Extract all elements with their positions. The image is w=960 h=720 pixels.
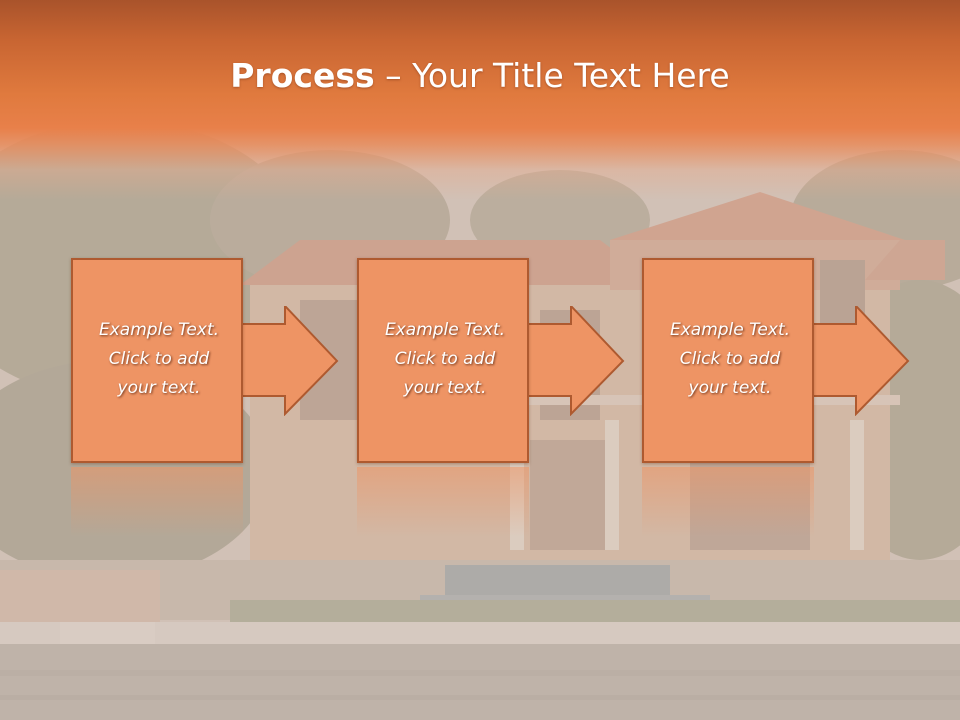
title-band: [0, 0, 960, 200]
slide-title[interactable]: Process – Your Title Text Here: [0, 56, 960, 95]
step-text-line-2: Click to add: [394, 349, 496, 369]
process-step-3: Example Text. Click to add your text.: [642, 258, 942, 568]
right-arrow-icon: [239, 306, 339, 416]
step-reflection: [642, 467, 814, 537]
step-text-line-1: Example Text.: [98, 320, 220, 340]
right-arrow-icon: [810, 306, 910, 416]
step-text[interactable]: Example Text. Click to add your text.: [359, 316, 531, 403]
step-text-line-1: Example Text.: [384, 320, 506, 340]
step-reflection: [357, 467, 529, 537]
step-text-line-3: your text.: [688, 378, 772, 398]
step-text-line-2: Click to add: [679, 349, 781, 369]
title-bold: Process: [230, 56, 375, 95]
process-step-2: Example Text. Click to add your text.: [357, 258, 702, 568]
step-text-line-3: your text.: [117, 378, 201, 398]
step-text-line-3: your text.: [403, 378, 487, 398]
right-arrow-icon: [525, 306, 625, 416]
step-text[interactable]: Example Text. Click to add your text.: [73, 316, 245, 403]
step-box[interactable]: Example Text. Click to add your text.: [71, 258, 243, 463]
step-box[interactable]: Example Text. Click to add your text.: [357, 258, 529, 463]
title-rest: – Your Title Text Here: [374, 56, 730, 95]
step-text-line-1: Example Text.: [669, 320, 791, 340]
step-reflection: [71, 467, 243, 537]
step-text[interactable]: Example Text. Click to add your text.: [644, 316, 816, 403]
step-box[interactable]: Example Text. Click to add your text.: [642, 258, 814, 463]
step-text-line-2: Click to add: [108, 349, 210, 369]
process-step-1: Example Text. Click to add your text.: [71, 258, 416, 568]
